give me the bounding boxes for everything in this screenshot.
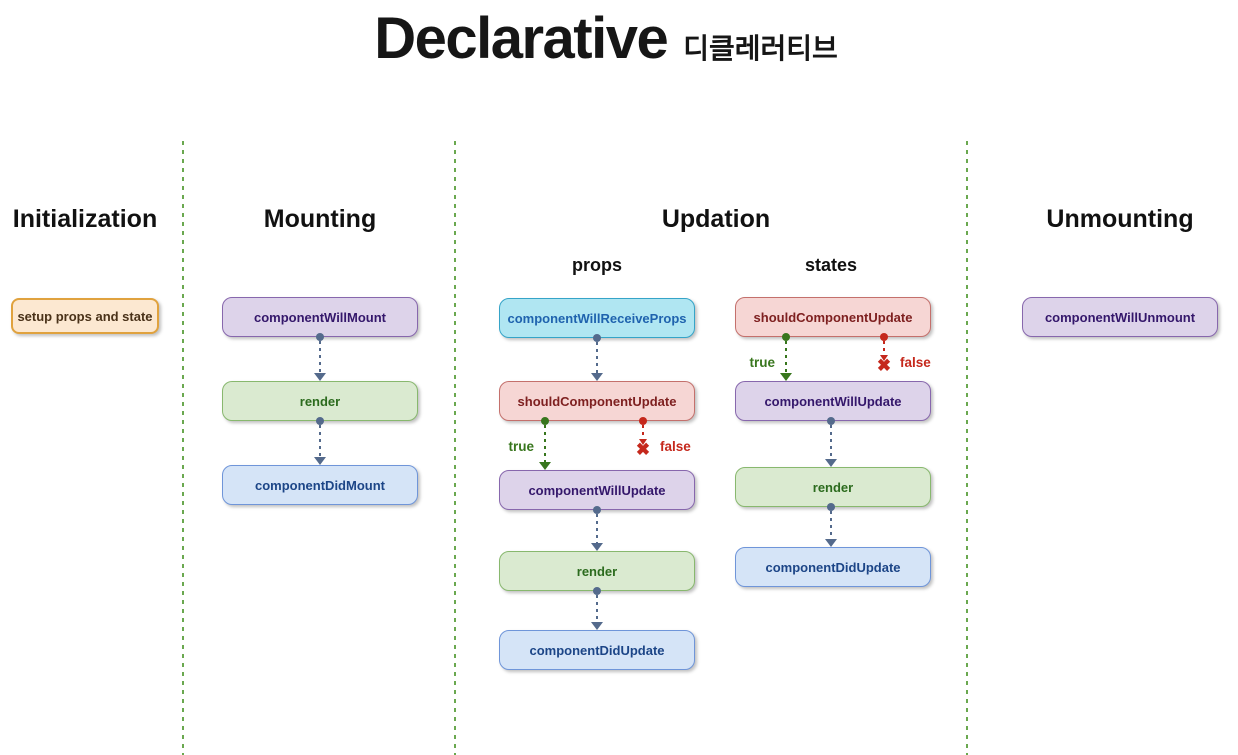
column-divider-3 [966, 141, 968, 755]
box-component-did-update-props: componentDidUpdate [499, 630, 695, 670]
title-subtitle-korean: 디클레러티브 [683, 33, 838, 64]
arrow-start-dot [316, 333, 324, 341]
arrow-dashed-line [830, 511, 832, 539]
subheading-props: props [571, 255, 622, 275]
subheading-states: states [804, 255, 858, 275]
arrow-start-dot [593, 587, 601, 595]
arrow-head [591, 543, 603, 551]
box-component-will-receive-props: componentWillReceiveProps [499, 298, 695, 338]
column-divider-1 [182, 141, 184, 755]
arrow-dashed-line [830, 425, 832, 459]
box-component-will-update-props: componentWillUpdate [499, 470, 695, 510]
box-component-will-update-states: componentWillUpdate [735, 381, 931, 421]
flow-arrow-false-props: ✖ [635, 417, 651, 459]
flow-arrow-willmount-to-render [313, 333, 327, 381]
box-component-did-update-states: componentDidUpdate [735, 547, 931, 587]
x-cancel-icon: ✖ [876, 355, 892, 375]
arrow-head [314, 457, 326, 465]
heading-mounting: Mounting [263, 205, 377, 233]
flow-arrow-true-states [779, 333, 793, 381]
arrow-start-dot [880, 333, 888, 341]
arrow-start-dot [827, 503, 835, 511]
arrow-start-dot [593, 334, 601, 342]
box-should-component-update-props: shouldComponentUpdate [499, 381, 695, 421]
flow-arrow-render-to-didupdate-props [590, 587, 604, 630]
arrow-head [539, 462, 551, 470]
arrow-start-dot [782, 333, 790, 341]
label-true-props: true [508, 439, 534, 454]
arrow-start-dot [593, 506, 601, 514]
arrow-head [825, 539, 837, 547]
flow-arrow-willupdate-to-render-states [824, 417, 838, 467]
flow-arrow-true-props [538, 417, 552, 470]
label-false-states: false [900, 355, 931, 370]
arrow-dashed-line [785, 341, 787, 373]
arrow-dashed-line [596, 595, 598, 622]
arrow-dashed-line [319, 425, 321, 457]
arrow-head [825, 459, 837, 467]
arrow-dashed-line [544, 425, 546, 462]
arrow-start-dot [639, 417, 647, 425]
box-render-props: render [499, 551, 695, 591]
arrow-dashed-line [642, 425, 644, 439]
label-false-props: false [660, 439, 691, 454]
flow-arrow-false-states: ✖ [876, 333, 892, 375]
arrow-start-dot [541, 417, 549, 425]
arrow-head [639, 438, 647, 445]
arrow-start-dot [827, 417, 835, 425]
arrow-dashed-line [883, 341, 885, 355]
box-should-component-update-states: shouldComponentUpdate [735, 297, 931, 337]
box-render-states: render [735, 467, 931, 507]
arrow-start-dot [316, 417, 324, 425]
box-component-did-mount: componentDidMount [222, 465, 418, 505]
arrow-head [591, 622, 603, 630]
box-setup-props-and-state: setup props and state [11, 298, 159, 334]
box-component-will-mount: componentWillMount [222, 297, 418, 337]
label-true-states: true [749, 355, 775, 370]
title-main: Declarative [374, 6, 669, 71]
arrow-dashed-line [596, 342, 598, 373]
x-cancel-icon: ✖ [635, 439, 651, 459]
arrow-dashed-line [596, 514, 598, 543]
box-component-will-unmount: componentWillUnmount [1022, 297, 1218, 337]
flow-arrow-render-to-didupdate-states [824, 503, 838, 547]
arrow-head [780, 373, 792, 381]
arrow-head [880, 354, 888, 361]
flow-arrow-receiveprops-to-shouldupdate [590, 334, 604, 381]
arrow-head [591, 373, 603, 381]
heading-unmounting: Unmounting [1046, 205, 1194, 233]
arrow-head [314, 373, 326, 381]
heading-updation: Updation [661, 205, 771, 233]
arrow-dashed-line [319, 341, 321, 373]
column-divider-2 [454, 141, 456, 755]
box-render-mounting: render [222, 381, 418, 421]
heading-initialization: Initialization [12, 205, 158, 233]
flow-arrow-willupdate-to-render-props [590, 506, 604, 551]
flow-arrow-render-to-didmount [313, 417, 327, 465]
